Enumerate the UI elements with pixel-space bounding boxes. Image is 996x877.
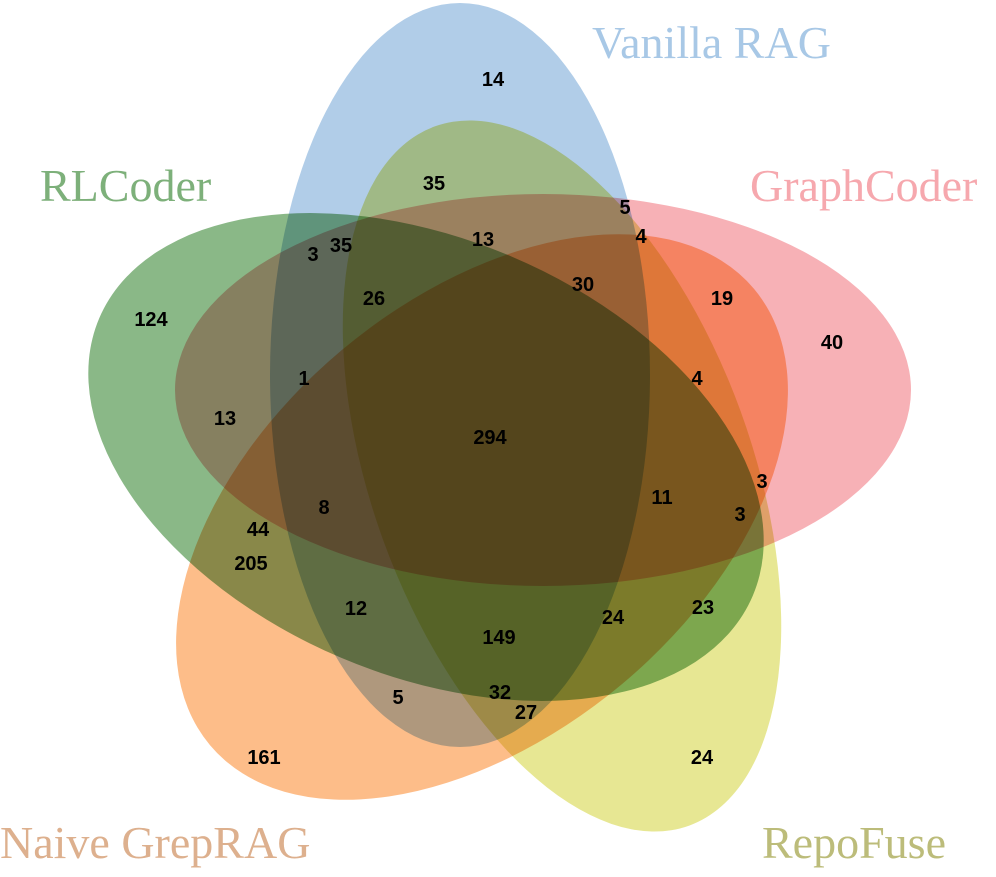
label-repofuse: RepoFuse (762, 817, 946, 868)
count-rlcoder-naive-vanilla-b: 44 (247, 519, 270, 541)
count-rlcoder-naive: 13 (214, 408, 236, 430)
label-rlcoder: RLCoder (40, 160, 211, 211)
count-vanilla-rlcoder-naive-graph: 8 (318, 497, 329, 519)
count-repofuse-only: 24 (691, 747, 714, 769)
count-rlcoder-naive-vanilla-c: 12 (345, 598, 367, 620)
count-graph-repofuse-rlcoder: 3 (734, 504, 745, 526)
count-vanilla-repofuse-naive: 32 (489, 682, 511, 704)
label-naive-grep-rag: Naive GrepRAG (0, 817, 310, 868)
count-all-five: 294 (473, 427, 507, 449)
count-vanilla-rlcoder-naive: 1 (298, 368, 309, 390)
count-rlcoder-repofuse-naive: 149 (482, 627, 515, 649)
set-labels: Vanilla RAG GraphCoder RLCoder RepoFuse … (0, 17, 977, 868)
count-repofuse-naive: 27 (515, 702, 537, 724)
count-vanilla-rlcoder: 3 (307, 244, 318, 266)
count-graph-naive-rlcoder: 4 (691, 368, 703, 390)
count-vanilla-repofuse: 35 (423, 173, 445, 195)
count-vanilla-only: 14 (482, 69, 505, 91)
region-counts: 14 35 5 4 13 3 35 26 30 19 40 124 1 13 4… (134, 69, 843, 769)
count-graph-repofuse: 3 (756, 471, 767, 493)
count-rlcoder-only: 124 (134, 309, 168, 331)
count-vanilla-graphcoder-repofuse: 4 (635, 226, 647, 248)
count-vanilla-rlcoder-repofuse-naive: 26 (363, 288, 385, 310)
count-graphcoder-naive: 19 (711, 288, 733, 310)
ellipse-repofuse (342, 120, 782, 832)
count-naive-only: 161 (247, 747, 280, 769)
count-graph-repofuse-rlcoder-naive: 11 (651, 487, 672, 509)
label-graphcoder: GraphCoder (750, 160, 977, 211)
count-vanilla-repofuse-graphcoder-naive: 13 (472, 229, 494, 251)
count-vanilla-naive: 5 (392, 687, 403, 709)
count-rlcoder-naive-b: 205 (234, 553, 267, 575)
count-graphcoder-only: 40 (821, 332, 843, 354)
count-vanilla-graph-repofuse-naive-b: 30 (572, 274, 594, 296)
count-vanilla-graphcoder: 5 (619, 197, 630, 219)
count-vanilla-rlcoder-repofuse: 35 (330, 235, 352, 257)
count-repofuse-rlcoder-naive: 24 (602, 607, 625, 629)
count-repofuse-rlcoder: 23 (692, 597, 714, 619)
set-ellipses (88, 3, 911, 832)
label-vanilla-rag: Vanilla RAG (592, 17, 831, 68)
